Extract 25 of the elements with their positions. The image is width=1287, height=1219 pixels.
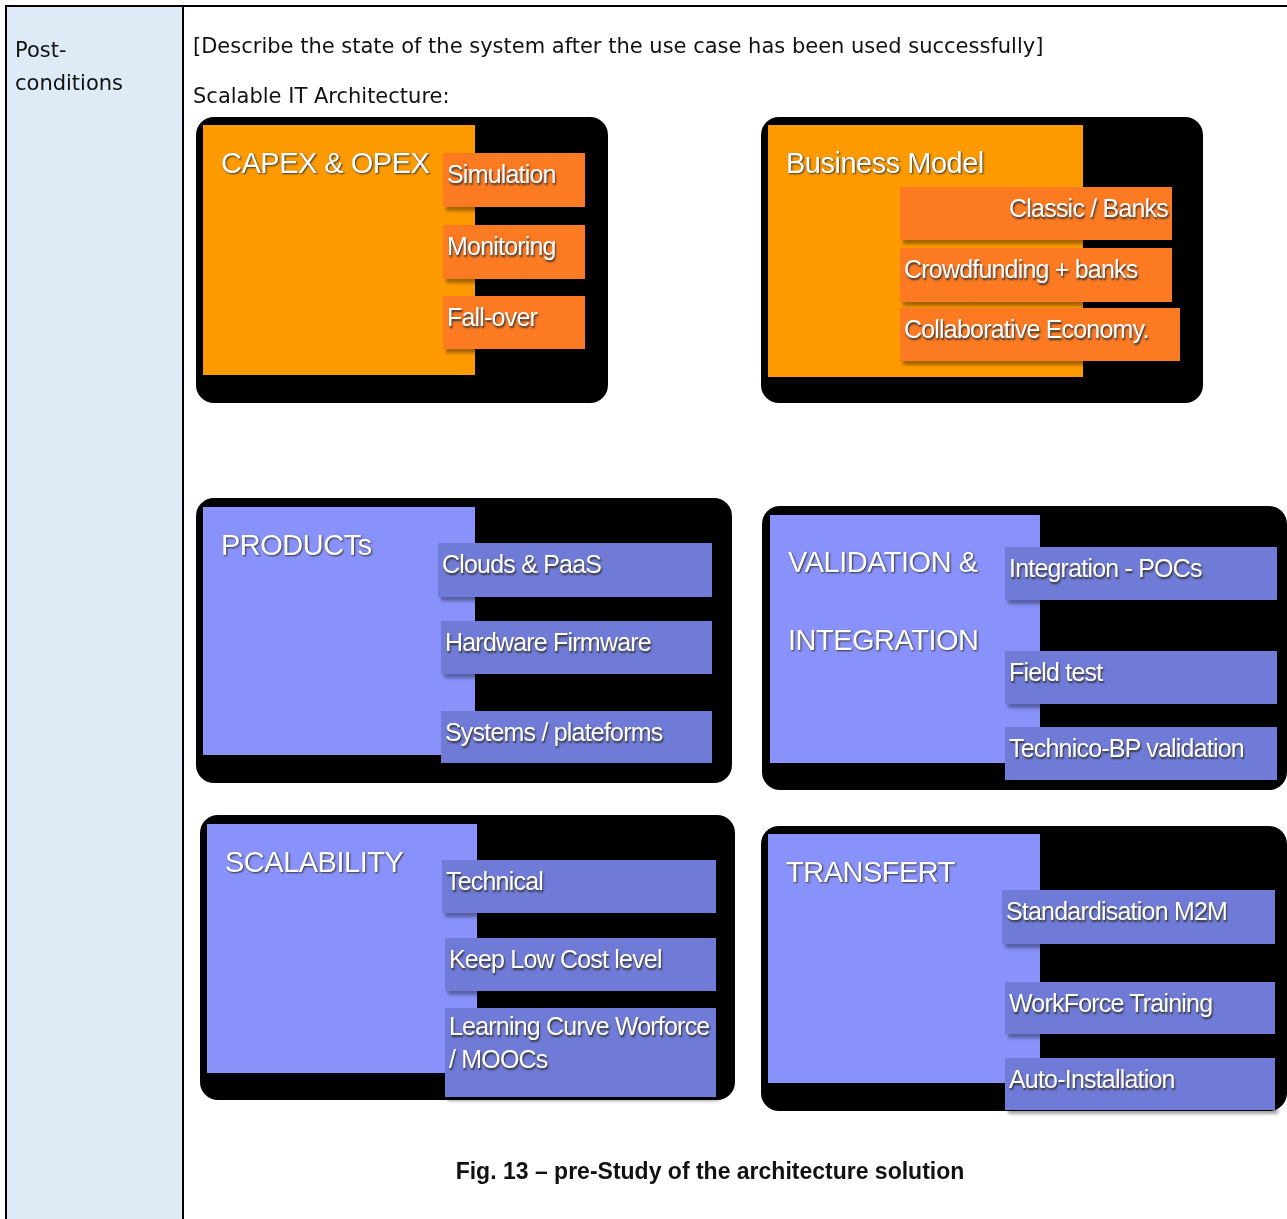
category-card: Simulation <box>443 153 585 207</box>
row-heading: Post-conditions <box>15 37 125 97</box>
category-card: Technico-BP validation <box>1005 727 1277 780</box>
section-heading: Scalable IT Architecture: <box>193 84 451 108</box>
category-card: Field test <box>1005 651 1277 704</box>
category-card: Standardisation M2M <box>1002 890 1275 944</box>
category-card: Integration - POCs <box>1005 547 1277 600</box>
category-card: Technical <box>442 860 716 913</box>
category-card: Learning Curve Worforce / MOOCs <box>445 1008 716 1097</box>
category-card: Auto-Installation <box>1005 1058 1275 1110</box>
category-card: Crowdfunding + banks <box>900 248 1172 302</box>
category-card: Systems / plateforms <box>441 711 712 763</box>
panel-title: TRANSFERT <box>786 855 956 890</box>
category-card: Collaborative Economy. <box>900 308 1180 361</box>
category-card: WorkForce Training <box>1005 982 1275 1034</box>
category-card: Monitoring <box>443 225 585 279</box>
category-card: Keep Low Cost level <box>445 938 716 991</box>
figure-caption: Fig. 13 – pre-Study of the architecture solution <box>454 1158 966 1185</box>
category-card: Classic / Banks <box>900 187 1172 240</box>
panel-title: VALIDATION & INTEGRATION <box>788 545 980 658</box>
category-card: Hardware Firmware <box>441 621 712 674</box>
category-card: Clouds & PaaS <box>438 543 712 597</box>
description-text: [Describe the state of the system after the use case has been used successfully] <box>193 34 1045 58</box>
panel-title: Business Model <box>786 146 985 181</box>
category-card: Fall-over <box>443 296 585 349</box>
